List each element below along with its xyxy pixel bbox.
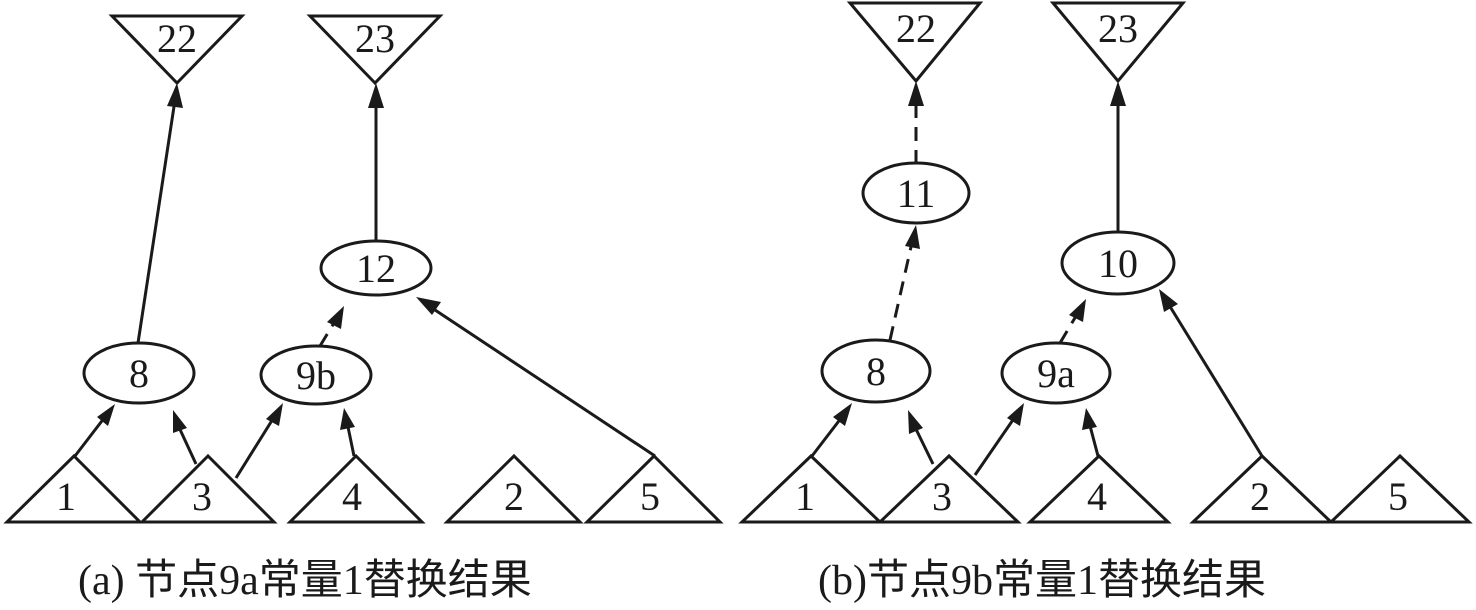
node-b-b5-label: 5	[1388, 474, 1408, 519]
arrowhead-b-b3-n8	[908, 410, 923, 434]
edge-b-b2-n10	[1164, 299, 1264, 457]
arrowhead-a-b1-n8	[97, 404, 115, 426]
node-b-n10-label: 10	[1098, 241, 1138, 286]
node-a-b1-label: 1	[56, 474, 76, 519]
node-a-t22-shape	[108, 14, 246, 86]
edge-a-n8-t22	[136, 99, 177, 344]
node-b-b4-shape	[1026, 453, 1172, 524]
node-a-n12-label: 12	[356, 246, 396, 291]
node-b-t23-label: 23	[1098, 6, 1138, 51]
node-a-b2-shape	[443, 453, 584, 524]
node-a-b2-label: 2	[504, 474, 524, 519]
node-b-b1-label: 1	[795, 474, 815, 519]
arrowhead-b-b2-n10	[1159, 289, 1178, 312]
node-a-b3-shape	[138, 453, 278, 524]
edge-b-n8-n11	[888, 237, 915, 341]
node-b-n9a-label: 9a	[1037, 351, 1075, 396]
node-a-b1-shape	[3, 453, 144, 524]
node-b-b2-shape	[1189, 453, 1335, 524]
node-b-b3-label: 3	[932, 474, 952, 519]
panel-b-edges	[810, 81, 1264, 476]
arrowhead-a-b3-n9b	[266, 403, 283, 426]
arrowhead-a-b3-n8	[173, 410, 187, 433]
node-b-n8-shape	[820, 338, 932, 404]
panel-b: 22 23 11 10 8 9a 1 3 4 2 5 (b)节点9b常量	[738, 1, 1473, 604]
node-a-t23-shape	[306, 14, 444, 86]
panel-a-edges	[73, 83, 656, 479]
node-a-n8-label: 8	[129, 351, 149, 396]
node-a-n12-shape	[319, 239, 433, 297]
arrowhead-b-n9a-n10	[1069, 299, 1086, 322]
node-a-t23-label: 23	[355, 16, 395, 61]
node-a-t22-label: 22	[157, 16, 197, 61]
node-b-t22-label: 22	[896, 6, 936, 51]
arrowhead-a-n12-t23	[368, 83, 384, 108]
panel-b-nodes: 22 23 11 10 8 9a 1 3 4 2 5	[738, 1, 1473, 524]
arrowhead-b-b3-n9a	[1007, 403, 1024, 426]
node-a-b5-label: 5	[640, 474, 660, 519]
node-b-n11-shape	[861, 161, 971, 225]
arrowhead-b-n10-t23	[1110, 81, 1126, 106]
node-b-b3-shape	[876, 453, 1022, 524]
node-a-b4-shape	[286, 453, 426, 524]
arrowhead-b-n8-n11	[905, 225, 920, 249]
node-b-n11-label: 11	[897, 171, 936, 216]
panel-a-caption: (a) 节点9a常量1替换结果	[78, 558, 532, 604]
edge-b-b3-n9a	[973, 413, 1019, 476]
node-a-n9b-label: 9b	[296, 353, 336, 398]
node-b-b5-shape	[1327, 453, 1473, 524]
arrowhead-a-n9b-n12	[327, 306, 344, 329]
node-a-b4-label: 4	[342, 474, 362, 519]
node-b-t23-shape	[1049, 1, 1187, 84]
node-b-n8-label: 8	[866, 349, 886, 394]
node-b-b4-label: 4	[1087, 474, 1107, 519]
node-b-b2-label: 2	[1250, 474, 1270, 519]
arrowhead-b-b4-n9a	[1082, 408, 1097, 430]
node-b-b1-shape	[738, 453, 884, 524]
panel-b-caption: (b)节点9b常量1替换结果	[818, 558, 1266, 604]
edge-a-b5-n12	[425, 302, 656, 458]
edge-a-b3-n9b	[234, 413, 278, 479]
arrowhead-a-b4-n9b	[340, 408, 355, 430]
arrowhead-b-b1-n8	[833, 403, 852, 426]
node-a-b5-shape	[583, 453, 724, 524]
arrowhead-b-n11-t22	[908, 81, 924, 106]
node-b-t22-shape	[846, 1, 984, 84]
panel-a: 22 23 12 8 9b 1 3 4 2 5 (a) 节点9a常量1替换结果	[3, 14, 724, 604]
panel-a-nodes: 22 23 12 8 9b 1 3 4 2 5	[3, 14, 724, 524]
node-b-n10-shape	[1060, 230, 1176, 296]
node-a-b3-label: 3	[192, 474, 212, 519]
node-b-n9a-shape	[1000, 341, 1112, 405]
arrowhead-a-b5-n12	[416, 297, 441, 315]
node-a-n9b-shape	[259, 344, 373, 406]
arrowhead-a-n8-t22	[167, 83, 183, 108]
node-a-n8-shape	[82, 341, 196, 405]
